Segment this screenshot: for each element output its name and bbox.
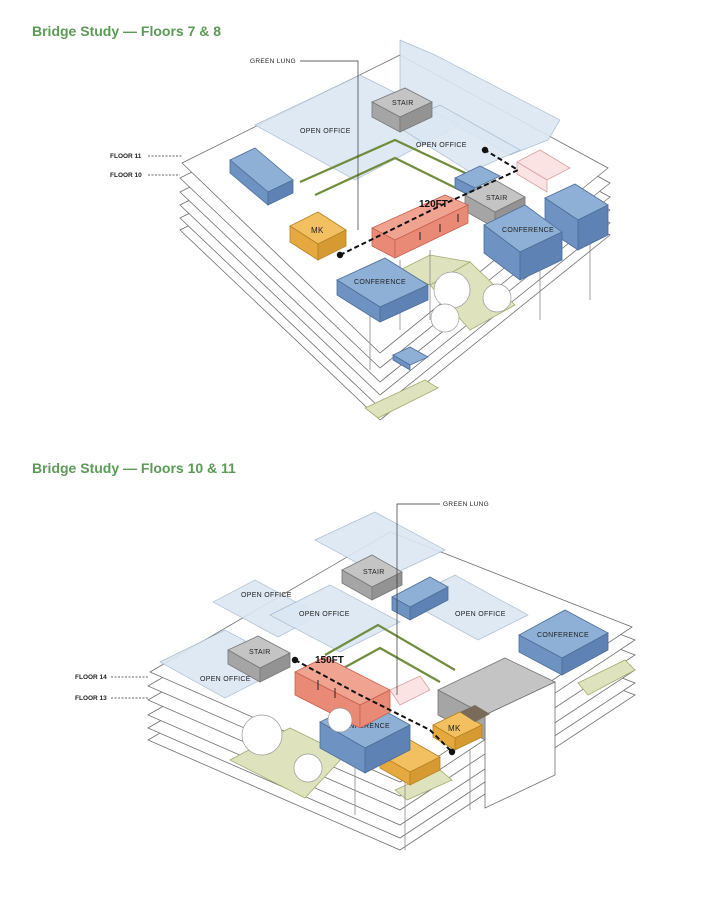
stair-2-label: STAIR bbox=[486, 195, 508, 202]
courtyard-trees bbox=[430, 271, 512, 333]
open-office-1-label: OPEN OFFICE bbox=[300, 128, 351, 135]
conference-2: CONFERENCE bbox=[518, 609, 609, 676]
conference-2-label: CONFERENCE bbox=[537, 632, 589, 639]
mk-label: MK bbox=[311, 226, 324, 235]
green-lung-label: GREEN LUNG bbox=[250, 58, 296, 65]
study-title-floors-7-8: Bridge Study — Floors 7 & 8 bbox=[32, 23, 222, 39]
study-title-floors-10-11: Bridge Study — Floors 10 & 11 bbox=[32, 460, 236, 476]
open-office-1-label: OPEN OFFICE bbox=[241, 592, 292, 599]
stair-2: STAIR bbox=[227, 635, 291, 683]
stair-1-label: STAIR bbox=[392, 100, 414, 107]
stair-1: STAIR bbox=[371, 87, 433, 133]
bridge-connector bbox=[371, 194, 469, 259]
green-lung-label: GREEN LUNG bbox=[443, 501, 489, 508]
distance-label: 120FT bbox=[419, 199, 448, 210]
floor-label-lower: FLOOR 10 bbox=[110, 172, 142, 179]
bridge-diagram-floors-10-11: OPEN OFFICE OPEN OFFICE OPEN OFFICE STAI… bbox=[75, 501, 636, 851]
green-lung-callout: GREEN LUNG bbox=[250, 58, 359, 230]
mk-label: MK bbox=[448, 724, 461, 733]
floor-label-lower: FLOOR 13 bbox=[75, 695, 107, 702]
mk-kitchen: MK bbox=[289, 211, 347, 261]
floor-labels: FLOOR 14 FLOOR 13 bbox=[75, 674, 148, 702]
mk-kitchen: MK bbox=[432, 705, 490, 751]
courtyard-trees bbox=[241, 707, 353, 783]
far-right-blue-box bbox=[544, 183, 609, 251]
floor-label-upper: FLOOR 11 bbox=[110, 153, 142, 160]
walking-route bbox=[291, 656, 456, 756]
open-office-3-label: OPEN OFFICE bbox=[455, 611, 506, 618]
conference-1: CONFERENCE bbox=[336, 257, 429, 323]
courtyard-edge bbox=[299, 138, 481, 196]
distance-label: 150FT bbox=[315, 655, 344, 666]
blue-box-top bbox=[391, 576, 449, 621]
bridge-diagram-floors-7-8: STAIR OPEN OFFICE OPEN OFFICE STAIR CONF… bbox=[110, 39, 611, 421]
open-office-4-placeholder: OPEN OFFICE bbox=[200, 676, 251, 683]
bridge-connector bbox=[294, 656, 431, 729]
green-lung-callout: GREEN LUNG bbox=[396, 501, 489, 695]
conference-1-label: CONFERENCE bbox=[338, 723, 390, 730]
conference-2-label: CONFERENCE bbox=[502, 227, 554, 234]
lower-blue-piece bbox=[392, 346, 429, 371]
floor-label-upper: FLOOR 14 bbox=[75, 674, 107, 681]
open-office-2-label: OPEN OFFICE bbox=[299, 611, 350, 618]
conference-1-label: CONFERENCE bbox=[354, 279, 406, 286]
side-conference-box bbox=[229, 147, 294, 206]
courtyard-edge bbox=[324, 623, 456, 683]
stair-1: STAIR bbox=[341, 554, 403, 601]
open-office-2-label: OPEN OFFICE bbox=[416, 142, 467, 149]
conference-2: CONFERENCE bbox=[483, 204, 563, 281]
stair-1-label: STAIR bbox=[363, 569, 385, 576]
stair-2-label: STAIR bbox=[249, 649, 271, 656]
walking-route bbox=[336, 146, 521, 259]
floor-labels: FLOOR 11 FLOOR 10 bbox=[110, 153, 182, 179]
